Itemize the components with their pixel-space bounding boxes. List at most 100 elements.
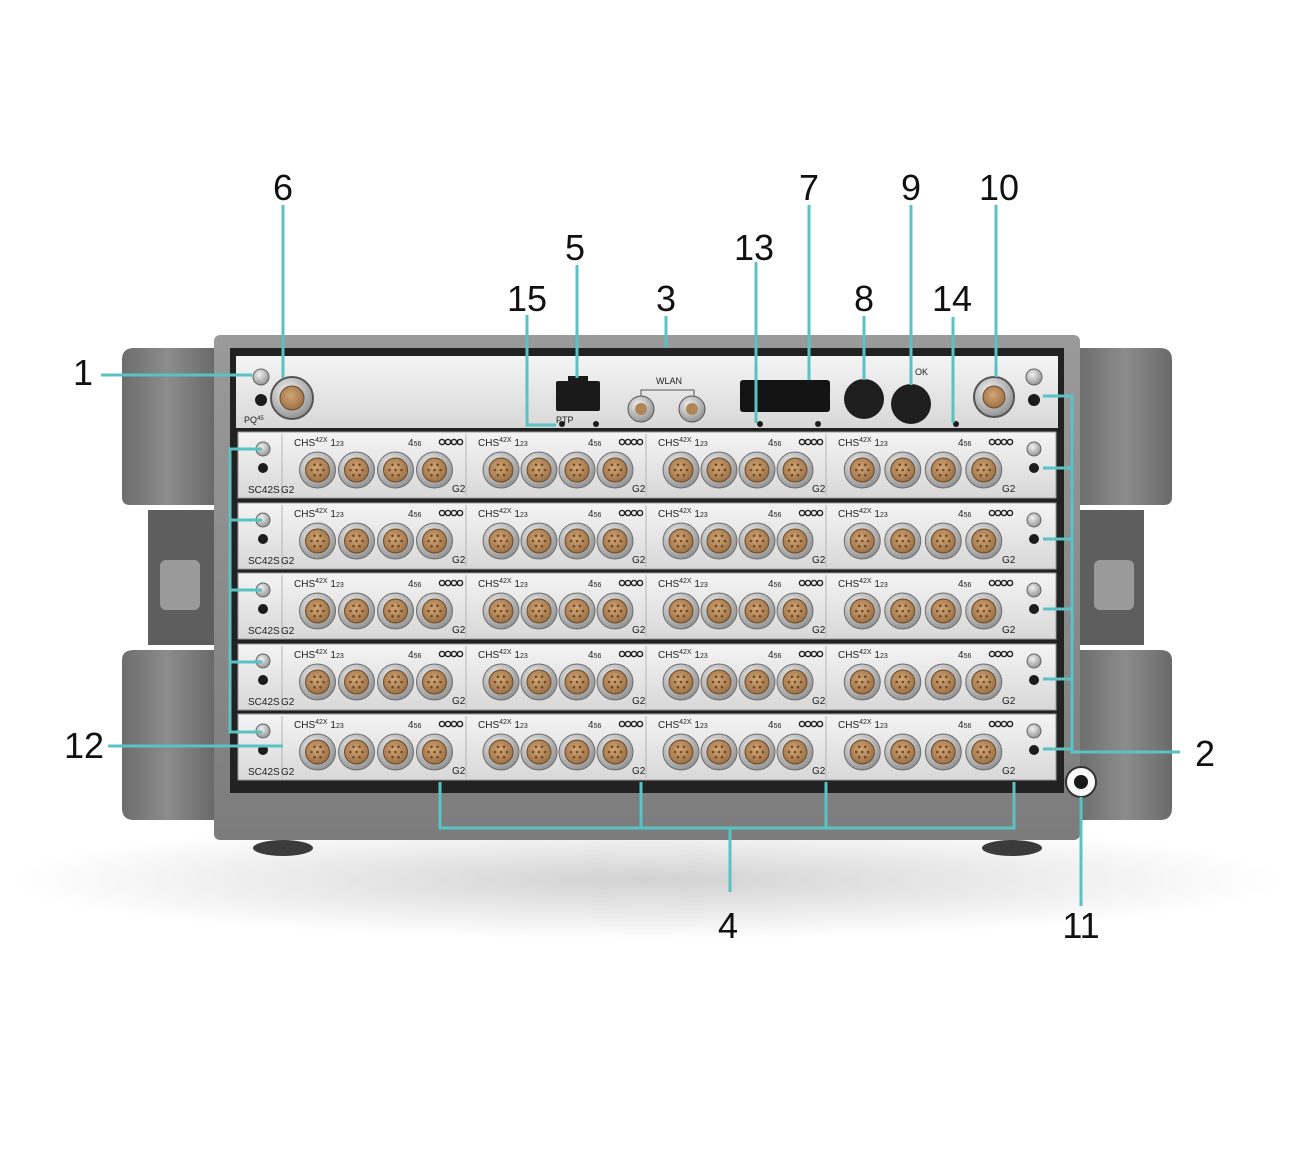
channel-connector[interactable]	[596, 522, 634, 560]
channel-connector[interactable]	[377, 733, 414, 771]
gen-label: G2	[632, 766, 646, 777]
channel-connector[interactable]	[596, 451, 634, 489]
channel-connector[interactable]	[924, 663, 962, 701]
channel-connector[interactable]	[965, 733, 1003, 771]
wlan-antenna-1[interactable]	[627, 395, 655, 423]
channel-connector[interactable]	[338, 522, 375, 560]
channel-connector[interactable]	[558, 663, 596, 701]
channel-connector[interactable]	[738, 522, 776, 560]
channel-connector[interactable]	[776, 451, 814, 489]
channel-connector[interactable]	[884, 522, 922, 560]
channel-connector[interactable]	[924, 522, 962, 560]
channel-connector[interactable]	[965, 592, 1003, 630]
power-connector[interactable]	[270, 376, 314, 420]
channel-connector[interactable]	[520, 451, 558, 489]
module-gen: G2	[281, 485, 295, 496]
channel-connector[interactable]	[700, 451, 738, 489]
ground-terminal[interactable]	[1065, 766, 1097, 798]
channel-connector[interactable]	[662, 733, 700, 771]
channel-connector[interactable]	[416, 733, 453, 771]
channel-connector[interactable]	[520, 522, 558, 560]
channel-connector[interactable]	[520, 592, 558, 630]
channel-connector[interactable]	[662, 663, 700, 701]
channel-connector[interactable]	[884, 733, 922, 771]
channel-connector[interactable]	[738, 592, 776, 630]
channel-connector[interactable]	[843, 663, 881, 701]
ethernet-port[interactable]	[556, 376, 600, 411]
channel-connector[interactable]	[416, 522, 453, 560]
channel-connector[interactable]	[377, 451, 414, 489]
channel-connector[interactable]	[377, 522, 414, 560]
channel-connector[interactable]	[924, 451, 962, 489]
power-button[interactable]	[844, 379, 884, 419]
channel-connector[interactable]	[558, 522, 596, 560]
channel-connector[interactable]	[843, 592, 881, 630]
channel-connector[interactable]	[965, 451, 1003, 489]
group-label-b: 456	[768, 650, 781, 661]
channel-connector[interactable]	[738, 733, 776, 771]
ground-shadow	[6, 820, 1286, 940]
channel-connector[interactable]	[700, 663, 738, 701]
channel-connector[interactable]	[299, 733, 336, 771]
channel-connector[interactable]	[299, 663, 336, 701]
channel-connector[interactable]	[482, 592, 520, 630]
channel-dot-icon	[438, 438, 446, 446]
channel-connector[interactable]	[662, 522, 700, 560]
channel-connector[interactable]	[482, 733, 520, 771]
channel-connector[interactable]	[965, 663, 1003, 701]
channel-dot-icon	[1006, 650, 1014, 658]
channel-connector[interactable]	[482, 663, 520, 701]
channel-connector[interactable]	[299, 451, 336, 489]
ok-button[interactable]	[891, 384, 931, 424]
channel-connector[interactable]	[558, 592, 596, 630]
channel-connector[interactable]	[338, 451, 375, 489]
channel-connector[interactable]	[558, 733, 596, 771]
channel-connector[interactable]	[416, 451, 453, 489]
channel-connector[interactable]	[843, 451, 881, 489]
channel-connector[interactable]	[377, 663, 414, 701]
channel-connector[interactable]	[662, 592, 700, 630]
channel-connector[interactable]	[700, 733, 738, 771]
channel-dot-icon	[816, 438, 824, 446]
channel-connector[interactable]	[596, 592, 634, 630]
channel-connector[interactable]	[738, 451, 776, 489]
channel-connector[interactable]	[776, 663, 814, 701]
gen-label: G2	[1002, 766, 1016, 777]
channel-connector[interactable]	[596, 733, 634, 771]
channel-connector[interactable]	[700, 592, 738, 630]
wlan-antenna-2[interactable]	[678, 395, 706, 423]
channel-connector[interactable]	[299, 592, 336, 630]
channel-connector[interactable]	[700, 522, 738, 560]
channel-connector[interactable]	[776, 522, 814, 560]
channel-connector[interactable]	[843, 733, 881, 771]
ptp-label: PTP	[556, 415, 574, 425]
channel-connector[interactable]	[738, 663, 776, 701]
channel-connector[interactable]	[416, 663, 453, 701]
channel-connector[interactable]	[776, 733, 814, 771]
channel-dot-icon	[438, 650, 446, 658]
channel-connector[interactable]	[520, 733, 558, 771]
channel-dot-icon	[456, 720, 464, 728]
channel-connector[interactable]	[884, 663, 922, 701]
channel-connector[interactable]	[558, 451, 596, 489]
channel-connector[interactable]	[884, 592, 922, 630]
channel-connector[interactable]	[884, 451, 922, 489]
channel-connector[interactable]	[377, 592, 414, 630]
channel-dot-icon	[450, 579, 458, 587]
channel-connector[interactable]	[596, 663, 634, 701]
channel-connector[interactable]	[924, 592, 962, 630]
channel-connector[interactable]	[924, 733, 962, 771]
channel-connector[interactable]	[482, 522, 520, 560]
sync-connector[interactable]	[973, 376, 1015, 418]
channel-connector[interactable]	[482, 451, 520, 489]
channel-connector[interactable]	[338, 733, 375, 771]
channel-connector[interactable]	[776, 592, 814, 630]
channel-connector[interactable]	[416, 592, 453, 630]
channel-connector[interactable]	[662, 451, 700, 489]
channel-connector[interactable]	[338, 663, 375, 701]
channel-connector[interactable]	[299, 522, 336, 560]
channel-connector[interactable]	[965, 522, 1003, 560]
channel-connector[interactable]	[520, 663, 558, 701]
channel-connector[interactable]	[338, 592, 375, 630]
channel-connector[interactable]	[843, 522, 881, 560]
